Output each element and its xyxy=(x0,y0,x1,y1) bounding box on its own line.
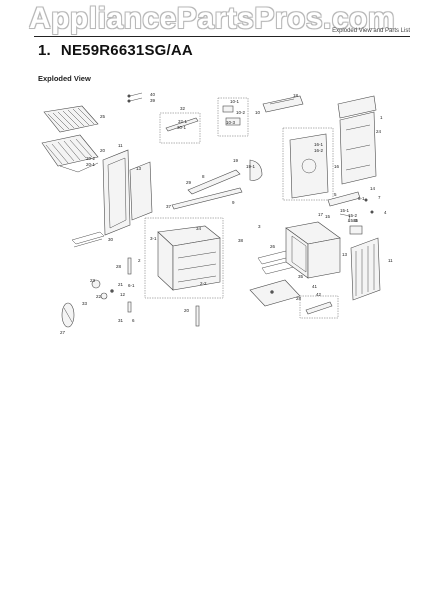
svg-text:10-1: 10-1 xyxy=(230,99,240,104)
svg-text:6-1: 6-1 xyxy=(128,283,135,288)
svg-text:29: 29 xyxy=(186,180,192,185)
svg-text:39: 39 xyxy=(150,98,156,103)
thermostat-parts xyxy=(91,257,132,313)
svg-text:10-2: 10-2 xyxy=(236,110,246,115)
svg-text:24: 24 xyxy=(376,129,382,134)
svg-text:6: 6 xyxy=(132,318,135,323)
svg-text:11: 11 xyxy=(388,258,393,263)
svg-text:10: 10 xyxy=(255,110,261,115)
svg-text:16: 16 xyxy=(334,164,340,169)
door-latch xyxy=(349,225,363,235)
door-hinge-rod xyxy=(195,305,200,327)
svg-text:2: 2 xyxy=(138,258,141,263)
svg-text:42: 42 xyxy=(316,292,322,297)
svg-text:5: 5 xyxy=(334,192,337,197)
svg-text:2-2: 2-2 xyxy=(200,281,207,286)
side-rail xyxy=(171,169,243,210)
hinge-pins xyxy=(127,92,143,103)
svg-text:19: 19 xyxy=(233,158,239,163)
svg-text:20-2: 20-2 xyxy=(86,156,96,161)
svg-text:13: 13 xyxy=(136,166,142,171)
svg-text:12: 12 xyxy=(120,292,126,297)
svg-text:3-1: 3-1 xyxy=(150,236,157,241)
watermark: AppliancePartsPros.com xyxy=(28,2,396,35)
svg-text:5-1: 5-1 xyxy=(358,196,365,201)
svg-text:16-1: 16-1 xyxy=(314,142,324,147)
svg-text:38: 38 xyxy=(238,238,244,243)
svg-text:19-1: 19-1 xyxy=(246,164,256,169)
svg-text:25: 25 xyxy=(100,114,106,119)
svg-text:30: 30 xyxy=(108,237,114,242)
svg-text:21: 21 xyxy=(118,282,124,287)
svg-text:15-2: 15-2 xyxy=(348,213,358,218)
svg-text:16-2: 16-2 xyxy=(314,148,324,153)
bottom-cover xyxy=(249,279,301,307)
svg-text:7: 7 xyxy=(378,195,381,200)
oven-cavity xyxy=(144,217,224,299)
svg-text:32-1: 32-1 xyxy=(178,119,188,124)
callout-labels: 25 20 20-2 20-1 11 13 40 39 32 32-1 30-1… xyxy=(60,92,393,335)
svg-text:37: 37 xyxy=(166,204,172,209)
door-assembly-right xyxy=(350,237,381,301)
svg-text:15-1: 15-1 xyxy=(340,208,350,213)
oven-outer-box xyxy=(285,221,341,279)
page-title: 1. NE59R6631SG/AA xyxy=(38,42,193,59)
svg-text:33: 33 xyxy=(82,301,88,306)
svg-text:17: 17 xyxy=(318,212,324,217)
exploded-view-heading: Exploded View xyxy=(38,74,91,83)
svg-text:3: 3 xyxy=(258,224,261,229)
svg-text:1: 1 xyxy=(380,115,383,120)
svg-text:10-3: 10-3 xyxy=(226,120,236,125)
svg-text:11: 11 xyxy=(118,143,123,148)
control-board xyxy=(217,97,249,137)
svg-text:30-1: 30-1 xyxy=(177,125,187,130)
svg-text:15-3: 15-3 xyxy=(348,218,358,223)
broil-element-bracket xyxy=(159,112,201,144)
svg-text:28: 28 xyxy=(296,296,302,301)
svg-text:23: 23 xyxy=(90,278,96,283)
hinge-assembly xyxy=(61,302,75,328)
svg-text:22: 22 xyxy=(96,294,102,299)
right-brackets xyxy=(327,191,374,223)
rear-panel xyxy=(337,95,377,185)
convection-fan-guard xyxy=(249,159,263,181)
svg-text:27: 27 xyxy=(60,330,66,335)
model-number: NE59R6631SG/AA xyxy=(60,42,193,59)
svg-text:26: 26 xyxy=(270,244,276,249)
rear-cavity-frame xyxy=(282,127,334,201)
svg-text:35: 35 xyxy=(298,274,304,279)
header-label: Exploded View and Parts List xyxy=(332,28,410,34)
svg-text:31: 31 xyxy=(118,318,124,323)
svg-text:34: 34 xyxy=(196,226,202,231)
svg-text:13: 13 xyxy=(342,252,348,257)
svg-text:20: 20 xyxy=(184,308,190,313)
svg-text:9: 9 xyxy=(232,200,235,205)
svg-text:40: 40 xyxy=(150,92,156,97)
svg-text:8: 8 xyxy=(202,174,205,179)
svg-text:4: 4 xyxy=(384,210,387,215)
door-assembly-left xyxy=(102,149,153,236)
bake-element xyxy=(71,231,105,248)
oven-rack-upper xyxy=(43,105,99,133)
svg-text:32: 32 xyxy=(180,106,186,111)
header-rule xyxy=(34,36,410,37)
svg-text:36: 36 xyxy=(353,218,359,223)
svg-text:15: 15 xyxy=(325,214,331,219)
section-number: 1. xyxy=(38,42,51,59)
svg-text:14: 14 xyxy=(370,186,376,191)
oven-rack-lower xyxy=(41,134,99,173)
svg-text:28: 28 xyxy=(116,264,122,269)
svg-text:18: 18 xyxy=(293,93,299,98)
svg-text:20: 20 xyxy=(100,148,106,153)
kick-plate xyxy=(299,295,339,319)
svg-text:20-1: 20-1 xyxy=(86,162,96,167)
svg-text:41: 41 xyxy=(312,284,318,289)
vent-trim xyxy=(262,95,304,113)
